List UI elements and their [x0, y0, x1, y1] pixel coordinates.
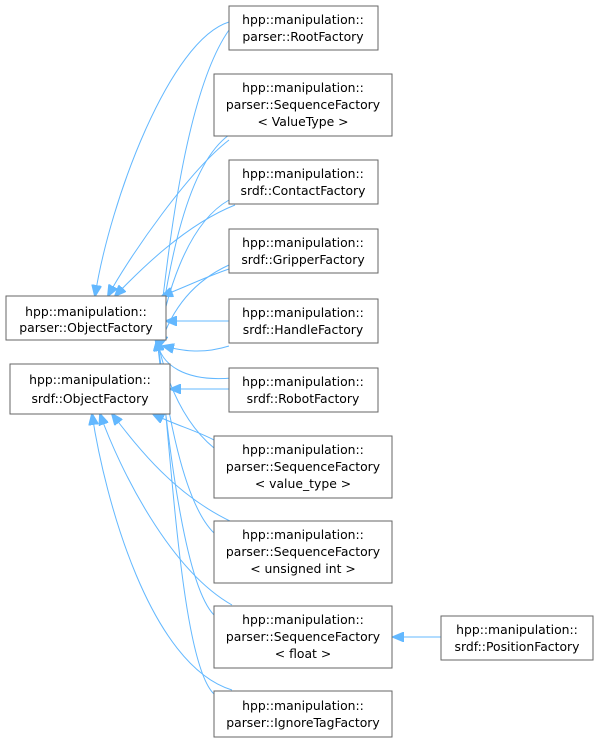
node-label-line: parser::IgnoreTagFactory — [226, 715, 380, 730]
node-label-line: srdf::HandleFactory — [243, 322, 363, 337]
edge-seq-valuetype-to-srdf-object-factory — [157, 134, 230, 346]
node-label-line: parser::RootFactory — [242, 29, 363, 44]
edge-seq-value-type-to-srdf-object-factory — [153, 414, 215, 441]
node-handle-factory[interactable]: hpp::manipulation:: srdf::HandleFactory — [228, 298, 379, 344]
node-gripper-factory[interactable]: hpp::manipulation:: srdf::GripperFactory — [228, 228, 379, 274]
edge-seq-value-type-to-parser-object-factory — [157, 340, 215, 449]
node-label-line: < float > — [275, 646, 331, 661]
node-position-factory[interactable]: hpp::manipulation:: srdf::PositionFactor… — [440, 615, 594, 661]
node-label-line: hpp::manipulation:: — [25, 304, 147, 319]
node-root-factory[interactable]: hpp::manipulation:: parser::RootFactory — [228, 5, 379, 51]
node-label-line: hpp::manipulation:: — [29, 372, 151, 387]
node-label-line: srdf::ObjectFactory — [31, 391, 148, 406]
edge-seq-float-to-srdf-object-factory — [100, 414, 233, 606]
node-label-line: hpp::manipulation:: — [242, 12, 364, 27]
node-label-line: hpp::manipulation:: — [242, 442, 364, 457]
node-label-line: hpp::manipulation:: — [242, 527, 364, 542]
node-label-line: srdf::GripperFactory — [241, 252, 364, 267]
node-srdf-object-factory[interactable]: hpp::manipulation:: srdf::ObjectFactory — [9, 363, 171, 415]
edge-seq-valuetype-to-parser-object-factory — [108, 139, 230, 296]
edge-root-to-parser-object-factory — [95, 21, 230, 296]
node-label-line: srdf::PositionFactory — [455, 639, 580, 654]
node-label-line: hpp::manipulation:: — [242, 166, 364, 181]
node-label-line: parser::ObjectFactory — [19, 320, 152, 335]
node-label-line: < unsigned int > — [250, 561, 356, 576]
node-label-line: hpp::manipulation:: — [242, 612, 364, 627]
edge-gripper-to-srdf-object-factory — [160, 264, 230, 346]
node-label-line: parser::SequenceFactory — [226, 97, 380, 112]
node-label-line: parser::SequenceFactory — [226, 629, 380, 644]
node-label-line: srdf::ContactFactory — [241, 183, 366, 198]
node-sequence-factory-float[interactable]: hpp::manipulation:: parser::SequenceFact… — [213, 605, 393, 669]
node-label-line: srdf::RobotFactory — [247, 391, 360, 406]
edge-ignore-tag-to-srdf-object-factory — [92, 414, 233, 691]
node-label-line: parser::SequenceFactory — [226, 544, 380, 559]
node-label-line: hpp::manipulation:: — [242, 374, 364, 389]
node-sequence-factory-valuetype[interactable]: hpp::manipulation:: parser::SequenceFact… — [213, 73, 393, 137]
edge-handle-to-srdf-object-factory — [163, 346, 230, 351]
node-label-line: hpp::manipulation:: — [242, 80, 364, 95]
node-label-line: hpp::manipulation:: — [242, 698, 364, 713]
node-label-line: hpp::manipulation:: — [242, 305, 364, 320]
node-parser-object-factory[interactable]: hpp::manipulation:: parser::ObjectFactor… — [5, 295, 167, 341]
node-contact-factory[interactable]: hpp::manipulation:: srdf::ContactFactory — [228, 159, 379, 205]
edge-contact-to-parser-object-factory — [115, 204, 236, 296]
node-label-line: < ValueType > — [257, 114, 348, 129]
edge-seq-unsigned-to-srdf-object-factory — [112, 414, 233, 523]
edge-gripper-to-parser-object-factory — [162, 267, 233, 296]
node-robot-factory[interactable]: hpp::manipulation:: srdf::RobotFactory — [228, 367, 379, 413]
node-label-line: hpp::manipulation:: — [242, 235, 364, 250]
node-sequence-factory-unsigned-int[interactable]: hpp::manipulation:: parser::SequenceFact… — [213, 520, 393, 584]
node-label-line: hpp::manipulation:: — [456, 622, 578, 637]
node-ignore-tag-factory[interactable]: hpp::manipulation:: parser::IgnoreTagFac… — [213, 690, 393, 738]
node-label-line: parser::SequenceFactory — [226, 459, 380, 474]
node-label-line: < value_type > — [255, 476, 351, 491]
node-sequence-factory-value-type[interactable]: hpp::manipulation:: parser::SequenceFact… — [213, 435, 393, 499]
